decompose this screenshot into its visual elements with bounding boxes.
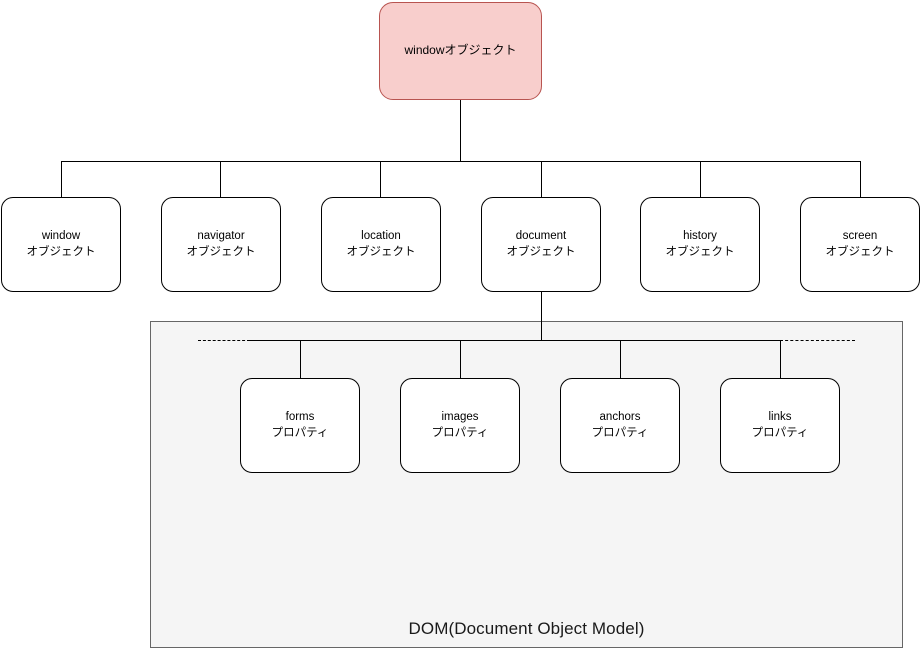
node-navigator-label-line1: navigator bbox=[197, 230, 245, 243]
connector-stem-window bbox=[61, 161, 62, 197]
node-forms-label-line1: forms bbox=[285, 411, 315, 424]
connector-stem-history bbox=[700, 161, 701, 197]
node-navigator-label-line2: オブジェクト bbox=[186, 245, 256, 258]
node-forms-property[interactable]: forms プロパティ bbox=[240, 378, 360, 473]
node-forms-label-line2: プロパティ bbox=[271, 426, 329, 439]
node-location-object[interactable]: location オブジェクト bbox=[321, 197, 441, 292]
node-navigator-object[interactable]: navigator オブジェクト bbox=[161, 197, 281, 292]
node-history-label-line2: オブジェクト bbox=[665, 245, 735, 258]
connector-level2-bus bbox=[61, 161, 861, 162]
connector-level3-bus-dash-right bbox=[780, 340, 855, 341]
connector-level3-bus-dash-left bbox=[198, 340, 250, 341]
node-window-object-root[interactable]: windowオブジェクト bbox=[379, 2, 542, 100]
node-images-label-line1: images bbox=[441, 411, 479, 424]
node-screen-object[interactable]: screen オブジェクト bbox=[800, 197, 920, 292]
node-links-property[interactable]: links プロパティ bbox=[720, 378, 840, 473]
connector-root-stem bbox=[460, 100, 461, 161]
connector-stem-location bbox=[380, 161, 381, 197]
node-root-label-line1: windowオブジェクト bbox=[404, 43, 517, 58]
node-location-label-line2: オブジェクト bbox=[346, 245, 416, 258]
connector-document-to-dom bbox=[541, 292, 542, 341]
dom-group-panel: DOM(Document Object Model) bbox=[150, 321, 903, 648]
node-links-label-line2: プロパティ bbox=[751, 426, 809, 439]
node-location-label-line1: location bbox=[361, 230, 401, 243]
node-anchors-label-line1: anchors bbox=[599, 411, 641, 424]
node-document-label-line2: オブジェクト bbox=[506, 245, 576, 258]
connector-level3-bus bbox=[250, 340, 780, 341]
connector-stem-anchors bbox=[620, 340, 621, 378]
node-anchors-property[interactable]: anchors プロパティ bbox=[560, 378, 680, 473]
node-anchors-label-line2: プロパティ bbox=[591, 426, 649, 439]
connector-stem-forms bbox=[300, 340, 301, 378]
connector-stem-screen bbox=[860, 161, 861, 197]
node-history-label-line1: history bbox=[683, 230, 717, 243]
dom-group-label: DOM(Document Object Model) bbox=[408, 619, 645, 638]
node-screen-label-line1: screen bbox=[842, 230, 878, 243]
node-window-label-line1: window bbox=[41, 230, 81, 243]
connector-stem-images bbox=[460, 340, 461, 378]
node-images-label-line2: プロパティ bbox=[431, 426, 489, 439]
connector-stem-navigator bbox=[220, 161, 221, 197]
node-links-label-line1: links bbox=[768, 411, 792, 424]
connector-stem-document bbox=[541, 161, 542, 197]
connector-stem-links bbox=[780, 340, 781, 378]
node-document-label-line1: document bbox=[515, 230, 567, 243]
node-document-object[interactable]: document オブジェクト bbox=[481, 197, 601, 292]
node-window-object[interactable]: window オブジェクト bbox=[1, 197, 121, 292]
node-images-property[interactable]: images プロパティ bbox=[400, 378, 520, 473]
node-history-object[interactable]: history オブジェクト bbox=[640, 197, 760, 292]
node-window-label-line2: オブジェクト bbox=[26, 245, 96, 258]
node-screen-label-line2: オブジェクト bbox=[825, 245, 895, 258]
